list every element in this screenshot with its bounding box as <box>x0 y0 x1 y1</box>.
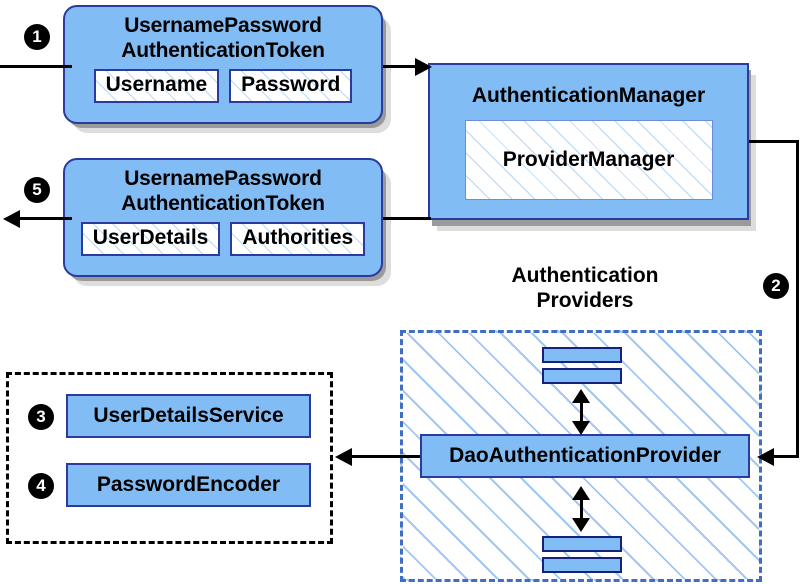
provider-to-services-line <box>352 455 420 458</box>
provider-link-bottom-arrow-up <box>572 486 590 500</box>
other-provider-stripe-top-1[interactable] <box>542 347 622 363</box>
provider-link-top-arrow-up <box>572 389 590 403</box>
field-userdetails: UserDetails <box>80 222 221 256</box>
step-badge-4: 4 <box>28 473 54 499</box>
providers-title-line1: Authentication <box>511 264 659 287</box>
step-badge-2: 2 <box>763 273 789 299</box>
passwordencoder-label: PasswordEncoder <box>96 473 281 496</box>
provider-link-top-line <box>580 392 583 428</box>
dao-authentication-provider-label: DaoAuthenticationProvider <box>449 444 721 467</box>
provider-link-bottom-line <box>580 489 583 525</box>
response-token-fields: UserDetails Authorities <box>80 222 366 256</box>
dao-authentication-provider-box[interactable]: DaoAuthenticationProvider <box>420 434 750 478</box>
providers-title-line2: Providers <box>536 289 634 312</box>
field-authorities: Authorities <box>230 222 366 256</box>
authentication-providers-title: Authentication Providers <box>470 263 700 313</box>
manager-to-provider-line <box>770 455 799 458</box>
token-to-manager-line <box>383 65 421 68</box>
request-token-fields: Username Password <box>93 69 353 103</box>
authentication-manager-box[interactable]: AuthenticationManager ProviderManager <box>428 63 749 220</box>
provider-manager-box[interactable]: ProviderManager <box>464 120 713 200</box>
manager-to-provider-arrowhead <box>757 448 774 466</box>
field-username: Username <box>93 69 220 103</box>
userdetailsservice-label: UserDetailsService <box>93 404 284 427</box>
field-password: Password <box>229 69 353 103</box>
userdetailsservice-box[interactable]: UserDetailsService <box>66 394 311 438</box>
response-token-title-line1: UsernamePassword <box>124 167 322 190</box>
provider-link-top-arrow-down <box>572 421 590 435</box>
token-to-manager-arrowhead <box>415 58 432 76</box>
response-token-exit-line <box>20 217 72 220</box>
request-token-box[interactable]: UsernamePassword AuthenticationToken Use… <box>63 5 383 124</box>
step-badge-3: 3 <box>28 404 54 430</box>
manager-down-line <box>796 140 799 458</box>
response-token-box[interactable]: UsernamePassword AuthenticationToken Use… <box>63 158 383 277</box>
passwordencoder-box[interactable]: PasswordEncoder <box>66 463 311 507</box>
request-token-title-line2: AuthenticationToken <box>121 39 325 62</box>
request-token-title-line1: UsernamePassword <box>124 14 322 37</box>
other-provider-stripe-top-2[interactable] <box>542 368 622 384</box>
manager-to-response-token-line <box>383 217 431 220</box>
step-badge-5: 5 <box>24 177 50 203</box>
response-token-exit-arrowhead <box>3 210 20 228</box>
provider-link-bottom-arrow-down <box>572 518 590 532</box>
request-token-title: UsernamePassword AuthenticationToken <box>121 13 325 63</box>
other-provider-stripe-bottom-1[interactable] <box>542 536 622 552</box>
manager-exit-line <box>749 140 799 143</box>
response-token-title-line2: AuthenticationToken <box>121 192 325 215</box>
response-token-title: UsernamePassword AuthenticationToken <box>121 166 325 216</box>
provider-to-services-arrowhead <box>335 448 352 466</box>
incoming-request-line <box>0 65 72 68</box>
step-badge-1: 1 <box>24 24 50 50</box>
authentication-manager-title: AuthenticationManager <box>471 84 706 107</box>
other-provider-stripe-bottom-2[interactable] <box>542 557 622 573</box>
